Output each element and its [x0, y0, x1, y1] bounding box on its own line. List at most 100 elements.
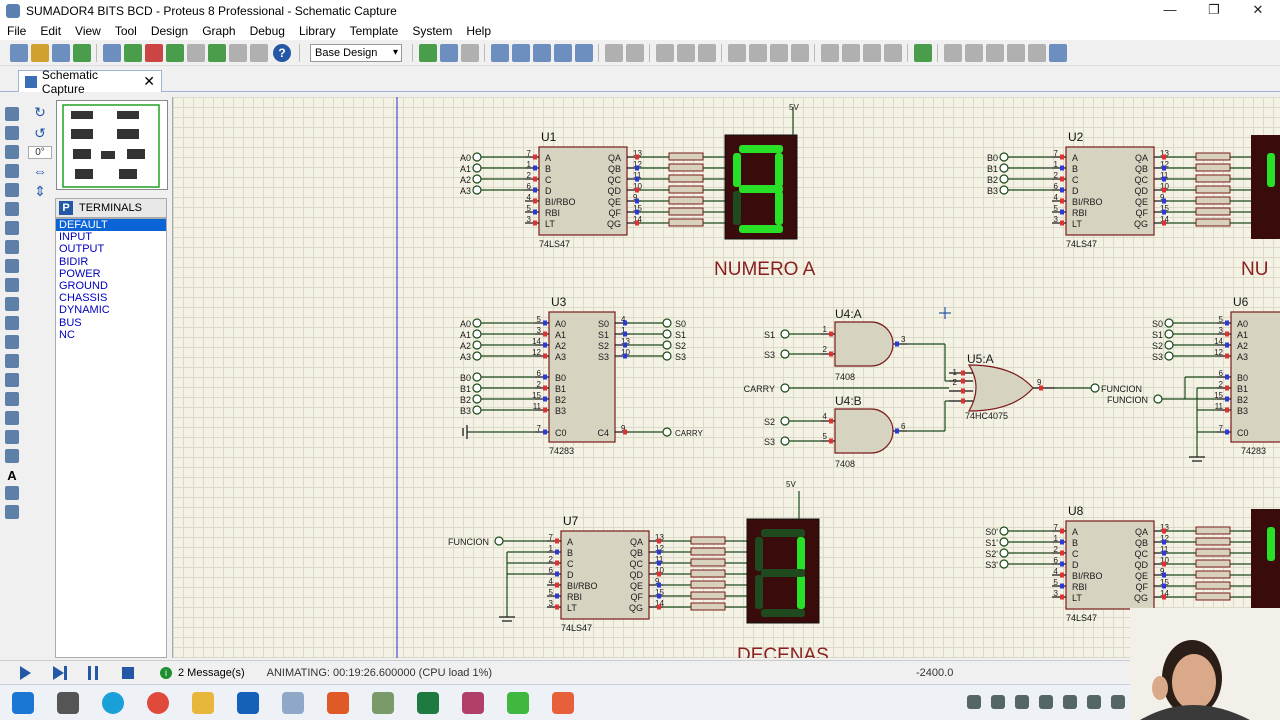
messages-indicator[interactable]: i 2 Message(s)	[160, 666, 245, 679]
pick-devices-button[interactable]: P	[59, 201, 73, 215]
cut-icon[interactable]	[655, 43, 674, 62]
menu-graph[interactable]: Graph	[202, 24, 236, 38]
task-view-icon[interactable]	[57, 691, 79, 714]
paste-icon[interactable]	[697, 43, 716, 62]
pan-icon[interactable]	[490, 43, 509, 62]
tool-icon[interactable]	[372, 691, 394, 714]
menu-library[interactable]: Library	[298, 24, 336, 38]
windows-start-icon[interactable]	[12, 691, 34, 714]
excel-icon[interactable]	[417, 691, 439, 714]
close-button[interactable]: ✕	[1252, 2, 1264, 17]
block-rotate-icon[interactable]	[769, 43, 788, 62]
terminal-power[interactable]: POWER	[59, 267, 101, 280]
report-icon[interactable]	[249, 43, 268, 62]
proteus-taskbar-icon[interactable]	[282, 691, 304, 714]
terminal-default[interactable]: DEFAULT	[56, 219, 166, 232]
remove-sheet-icon[interactable]	[1006, 43, 1025, 62]
selection-mode-icon[interactable]	[5, 107, 19, 121]
menu-edit[interactable]: Edit	[40, 24, 62, 38]
zoom-all-icon[interactable]	[553, 43, 572, 62]
redo-icon[interactable]	[625, 43, 644, 62]
mirror-y-icon[interactable]: ⇕	[34, 183, 46, 199]
block-move-icon[interactable]	[748, 43, 767, 62]
home-icon[interactable]	[102, 43, 121, 62]
menu-debug[interactable]: Debug	[249, 24, 285, 38]
text-script-icon[interactable]	[5, 183, 19, 197]
make-device-icon[interactable]	[841, 43, 860, 62]
network-icon[interactable]	[1063, 695, 1077, 709]
close-tab-icon[interactable]: ✕	[143, 73, 155, 89]
property-tool-icon[interactable]	[964, 43, 983, 62]
zoom-area-icon[interactable]	[574, 43, 593, 62]
schematic-icon[interactable]	[123, 43, 142, 62]
minimize-button[interactable]: —	[1163, 2, 1177, 17]
device-pins-icon[interactable]	[5, 259, 19, 273]
circle-icon[interactable]	[5, 411, 19, 425]
origin-icon[interactable]	[460, 43, 479, 62]
decompose-icon[interactable]	[883, 43, 902, 62]
refresh-icon[interactable]	[418, 43, 437, 62]
terminal-output[interactable]: OUTPUT	[59, 243, 105, 256]
bom-icon[interactable]	[207, 43, 226, 62]
rotate-clockwise-icon[interactable]: ↻	[34, 104, 46, 120]
menu-tool[interactable]: Tool	[114, 24, 137, 38]
menu-help[interactable]: Help	[466, 24, 492, 38]
maximize-button[interactable]: ❐	[1208, 2, 1220, 17]
camtasia-icon[interactable]	[507, 691, 529, 714]
onedrive-icon[interactable]	[991, 695, 1005, 709]
gerber-icon[interactable]	[165, 43, 184, 62]
save-icon[interactable]	[51, 43, 70, 62]
generator-icon[interactable]	[5, 316, 19, 330]
pause-simulation-icon[interactable]	[88, 665, 98, 680]
microphone-icon[interactable]	[1039, 695, 1053, 709]
rotation-angle-field[interactable]: 0°	[28, 146, 52, 159]
junction-dot-icon[interactable]	[5, 145, 19, 159]
file-explorer-icon[interactable]	[192, 691, 214, 714]
subcircuit-icon[interactable]	[5, 221, 19, 235]
tape-recorder-icon[interactable]	[5, 297, 19, 311]
help-icon[interactable]: ?	[273, 43, 291, 62]
stop-simulation-icon[interactable]	[122, 666, 134, 679]
block-copy-icon[interactable]	[727, 43, 746, 62]
symbol-icon[interactable]	[5, 486, 19, 500]
graph-mode-icon[interactable]	[5, 278, 19, 292]
menu-template[interactable]: Template	[349, 24, 399, 38]
terminal-chassis[interactable]: CHASSIS	[59, 292, 108, 305]
component-mode-icon[interactable]	[5, 126, 19, 140]
terminal-input[interactable]: INPUT	[59, 231, 92, 244]
run-simulation-icon[interactable]	[20, 665, 31, 680]
new-sheet-icon[interactable]	[985, 43, 1004, 62]
menu-file[interactable]: File	[7, 24, 27, 38]
exit-to-parent-icon[interactable]	[1027, 43, 1046, 62]
app-icon[interactable]	[462, 691, 484, 714]
marker-icon[interactable]	[5, 505, 19, 519]
copy-icon[interactable]	[676, 43, 695, 62]
menu-system[interactable]: System	[412, 24, 453, 38]
grid-icon[interactable]	[439, 43, 458, 62]
box-icon[interactable]	[5, 392, 19, 406]
terminal-bus[interactable]: BUS	[59, 316, 82, 329]
packaging-icon[interactable]	[862, 43, 881, 62]
pcb-icon[interactable]	[144, 43, 163, 62]
terminal-bidir[interactable]: BIDIR	[59, 255, 89, 268]
undo-icon[interactable]	[604, 43, 623, 62]
design-explorer-icon[interactable]	[1048, 43, 1067, 62]
text-icon[interactable]: A	[7, 468, 17, 483]
pick-device-icon[interactable]	[820, 43, 839, 62]
virtual-instrument-icon[interactable]	[5, 354, 19, 368]
outlook-icon[interactable]	[237, 691, 259, 714]
camtasia-recorder-icon[interactable]	[552, 691, 574, 714]
open-folder-icon[interactable]	[30, 43, 49, 62]
search-icon[interactable]	[943, 43, 962, 62]
terminals-mode-icon[interactable]	[5, 240, 19, 254]
buses-icon[interactable]	[5, 202, 19, 216]
zoom-out-icon[interactable]	[532, 43, 551, 62]
line-icon[interactable]	[5, 373, 19, 387]
design-select[interactable]: Base Design	[310, 43, 402, 62]
path-icon[interactable]	[5, 449, 19, 463]
zoom-in-icon[interactable]	[511, 43, 530, 62]
arc-icon[interactable]	[5, 430, 19, 444]
wire-label-icon[interactable]	[5, 164, 19, 178]
wifi-icon[interactable]	[1087, 695, 1101, 709]
menu-design[interactable]: Design	[150, 24, 189, 38]
